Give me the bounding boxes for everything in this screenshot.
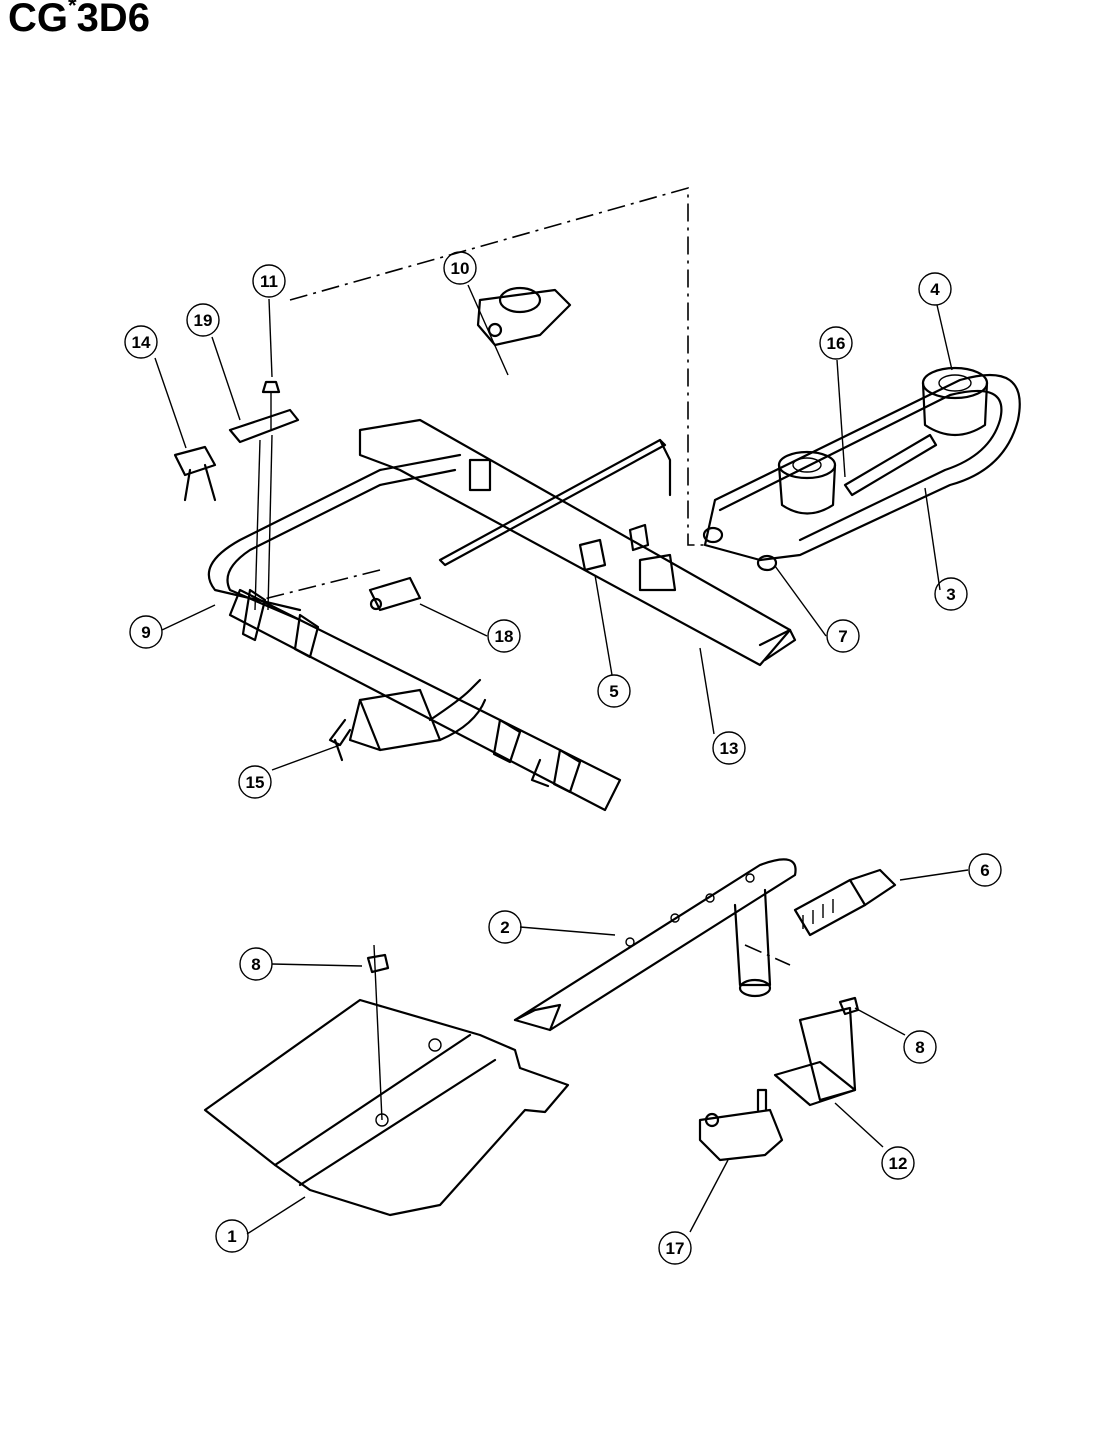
callout-label: 8 bbox=[915, 1038, 924, 1057]
callout-12: 12 bbox=[881, 1146, 915, 1180]
callout-4: 4 bbox=[918, 272, 952, 306]
callout-6: 6 bbox=[968, 853, 1002, 887]
reference-lines bbox=[259, 186, 791, 1121]
callout-label: 4 bbox=[930, 280, 940, 299]
callout-label: 3 bbox=[946, 585, 955, 604]
callout-13: 13 bbox=[712, 731, 746, 765]
title-suffix: 3D6 bbox=[76, 0, 150, 40]
callout-14: 14 bbox=[124, 325, 158, 359]
callout-label: 6 bbox=[980, 861, 989, 880]
callout-label: 9 bbox=[141, 623, 150, 642]
burner-assembly bbox=[702, 366, 1021, 572]
callout-10: 10 bbox=[443, 251, 477, 285]
callout-17: 17 bbox=[658, 1231, 692, 1265]
callout-label: 5 bbox=[609, 682, 618, 701]
callout-18: 18 bbox=[487, 619, 521, 653]
callout-8-left: 8 bbox=[239, 947, 273, 981]
callout-label: 2 bbox=[500, 918, 509, 937]
callout-label: 19 bbox=[194, 311, 213, 330]
callout-label: 16 bbox=[827, 334, 846, 353]
callout-label: 13 bbox=[720, 739, 739, 758]
callout-11: 11 bbox=[252, 264, 286, 298]
callout-9: 9 bbox=[129, 615, 163, 649]
title-prefix: CG bbox=[8, 0, 68, 40]
callout-8-right: 8 bbox=[903, 1030, 937, 1064]
callout-label: 14 bbox=[132, 333, 151, 352]
callout-3: 3 bbox=[934, 577, 968, 611]
leader-lines bbox=[154, 284, 969, 1235]
callout-label: 10 bbox=[451, 259, 470, 278]
callout-label: 7 bbox=[838, 627, 847, 646]
callout-label: 17 bbox=[666, 1239, 685, 1258]
diagram-title: CG*3D6 bbox=[8, 0, 150, 41]
callout-label: 8 bbox=[251, 955, 260, 974]
callout-15: 15 bbox=[238, 765, 272, 799]
callout-2: 2 bbox=[488, 910, 522, 944]
callout-7: 7 bbox=[826, 619, 860, 653]
callout-label: 12 bbox=[889, 1154, 908, 1173]
title-asterisk: * bbox=[68, 0, 77, 18]
callout-label: 1 bbox=[227, 1227, 236, 1246]
callout-19: 19 bbox=[186, 303, 220, 337]
manifold-assembly bbox=[173, 286, 797, 812]
callout-label: 18 bbox=[495, 627, 514, 646]
callout-1: 1 bbox=[215, 1219, 249, 1253]
callout-label: 11 bbox=[260, 272, 278, 291]
callout-5: 5 bbox=[597, 674, 631, 708]
callout-16: 16 bbox=[819, 326, 853, 360]
callout-label: 15 bbox=[246, 773, 265, 792]
lower-parts bbox=[203, 858, 897, 1217]
